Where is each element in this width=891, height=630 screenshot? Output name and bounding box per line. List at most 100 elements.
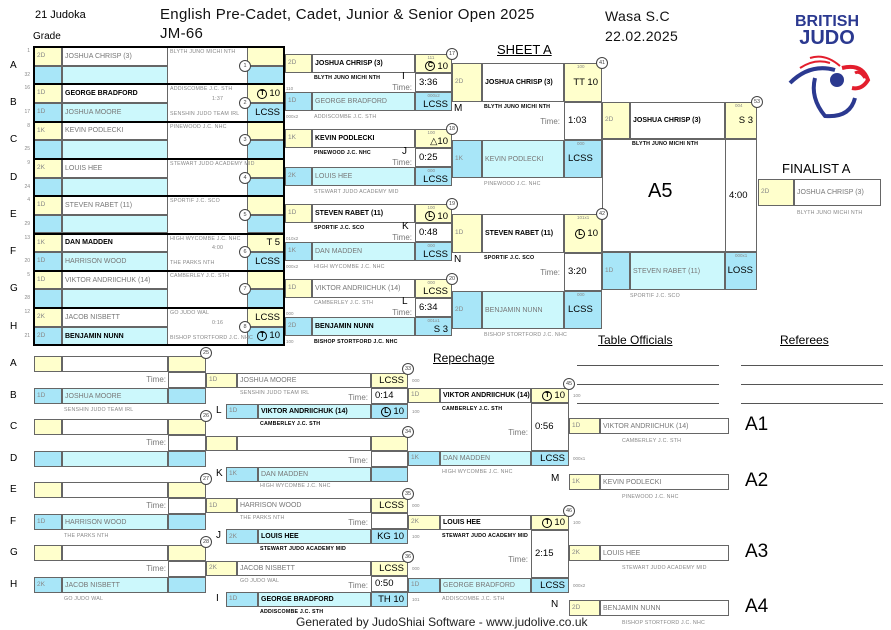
pool-letter: A (10, 358, 17, 369)
pool-letter: C (10, 134, 18, 146)
referee-line[interactable] (741, 384, 883, 385)
competitor-name[interactable]: VIKTOR ANDRIICHUK (14) (312, 279, 415, 298)
competitor-name[interactable]: HARRISON WOOD (62, 514, 168, 530)
seed-number: 1 (27, 48, 30, 54)
referee-line[interactable] (741, 365, 883, 366)
score-value: TH 10 (378, 593, 404, 605)
competitor-name[interactable]: KEVIN PODLECKI (312, 129, 415, 148)
competitor-name[interactable]: JOSHUA CHRISP (3) (630, 102, 725, 139)
competitor-name[interactable]: LOUIS HEE (258, 529, 371, 545)
competitor-name[interactable]: JOSHUA CHRISP (3) (62, 47, 168, 66)
competitor-name[interactable] (62, 451, 168, 467)
club-name: STEWART JUDO ACADEMY MID (442, 533, 529, 539)
score-code: 101 (412, 597, 420, 603)
competitor-name[interactable]: DAN MADDEN (312, 242, 415, 261)
score-icon: T (542, 517, 553, 528)
competitor-name[interactable]: HARRISON WOOD (62, 252, 168, 271)
score-value: 10 (587, 227, 598, 239)
time-label: Time: (508, 428, 528, 437)
competitor-name[interactable]: JOSHUA CHRISP (3) (794, 179, 881, 206)
competitor-name[interactable] (62, 140, 168, 159)
grade-cell (34, 356, 62, 372)
competitor-name[interactable]: LOUIS HEE (600, 545, 729, 561)
competitor-name[interactable]: GEORGE BRADFORD (312, 92, 415, 111)
competitor-name[interactable] (62, 356, 168, 372)
competitor-name[interactable]: LOUIS HEE (62, 158, 168, 178)
competitor-name[interactable]: DAN MADDEN (62, 233, 168, 253)
competitor-name[interactable]: STEVEN RABET (11) (482, 214, 564, 253)
competitor-name[interactable]: JOSHUA CHRISP (3) (312, 54, 415, 73)
competitor-name[interactable]: DAN MADDEN (258, 466, 371, 482)
bracket-letter: I (216, 593, 219, 605)
official-line[interactable] (577, 384, 719, 385)
competitor-name[interactable]: VIKTOR ANDRIICHUK (14) (440, 388, 531, 403)
competitor-name[interactable]: JACOB NISBETT (62, 308, 168, 327)
grade-cell (34, 451, 62, 467)
score-cell (247, 270, 284, 290)
competitor-name[interactable]: BENJAMIN NUNN (600, 600, 729, 616)
competitor-name[interactable]: JOSHUA MOORE (237, 373, 371, 388)
competitor-name[interactable] (62, 65, 168, 85)
competitor-name[interactable]: JACOB NISBETT (237, 561, 371, 577)
pool-divider (33, 157, 285, 160)
competitor-name[interactable]: HARRISON WOOD (237, 498, 371, 514)
referee-line[interactable] (741, 403, 883, 404)
competitor-name[interactable]: JOSHUA CHRISP (3) (482, 63, 564, 102)
competitor-name[interactable] (62, 545, 168, 561)
competitor-name[interactable]: JACOB NISBETT (62, 577, 168, 593)
competitor-name[interactable] (62, 419, 168, 435)
competitor-name[interactable]: VIKTOR ANDRIICHUK (14) (600, 418, 729, 434)
competitor-name[interactable] (62, 289, 168, 309)
club-name: SENSHIN JUDO TEAM IRL (240, 390, 310, 396)
competitor-name[interactable]: STEVEN RABET (11) (630, 252, 725, 290)
competitor-name[interactable] (62, 214, 168, 234)
competitor-name[interactable]: STEVEN RABET (11) (62, 196, 168, 215)
competitor-name[interactable] (237, 435, 371, 451)
category: JM-66 (160, 25, 204, 42)
competitor-name[interactable]: STEVEN RABET (11) (312, 204, 415, 223)
score-value: LCSS (568, 153, 593, 165)
competitor-name[interactable]: KEVIN PODLECKI (482, 140, 564, 178)
match-number: 2 (239, 96, 251, 109)
competitor-name[interactable]: LOUIS HEE (312, 167, 415, 186)
competitor-name[interactable]: VIKTOR ANDRIICHUK (14) (258, 404, 371, 419)
time-label: Time: (392, 158, 412, 167)
competitor-name[interactable]: BENJAMIN NUNN (312, 317, 415, 336)
score-value: 10 (269, 87, 280, 99)
score-value: LCSS (255, 106, 280, 118)
seed-number: 25 (24, 146, 30, 153)
score-code: 100 (412, 409, 420, 414)
competitor-name[interactable]: LOUIS HEE (440, 515, 531, 530)
pool-letter: B (10, 390, 17, 401)
grade-cell (34, 482, 62, 498)
club-name: STEWART JUDO ACADEMY MID (314, 189, 399, 195)
competitor-name[interactable]: GEORGE BRADFORD (440, 578, 531, 593)
competitor-name[interactable]: KEVIN PODLECKI (62, 121, 168, 141)
pool-letter: H (10, 320, 18, 332)
competitor-name[interactable]: GEORGE BRADFORD (62, 84, 168, 103)
score-code: 004 (735, 103, 743, 108)
club-name: PINEWOOD J.C. NHC (170, 123, 227, 130)
score-cell (247, 177, 284, 197)
official-line[interactable] (577, 365, 719, 366)
competitor-name[interactable]: DAN MADDEN (440, 451, 531, 466)
competitor-name[interactable] (62, 482, 168, 498)
official-line[interactable] (577, 403, 719, 404)
competitor-name[interactable]: BENJAMIN NUNN (482, 291, 564, 329)
competitor-name[interactable]: GEORGE BRADFORD (258, 592, 371, 608)
competitor-name[interactable]: KEVIN PODLECKI (600, 474, 729, 490)
match-number: 36 (402, 551, 414, 564)
score-cell: LCSS (247, 252, 284, 271)
score-code: 000 (412, 378, 420, 383)
competitor-name[interactable]: BENJAMIN NUNN (62, 326, 168, 346)
competitor-name[interactable]: VIKTOR ANDRIICHUK (14) (62, 270, 168, 290)
competitor-name[interactable] (62, 177, 168, 197)
competitor-name[interactable]: JOSHUA MOORE (62, 388, 168, 404)
score-cell (168, 482, 206, 498)
competitor-name[interactable]: JOSHUA MOORE (62, 102, 168, 122)
